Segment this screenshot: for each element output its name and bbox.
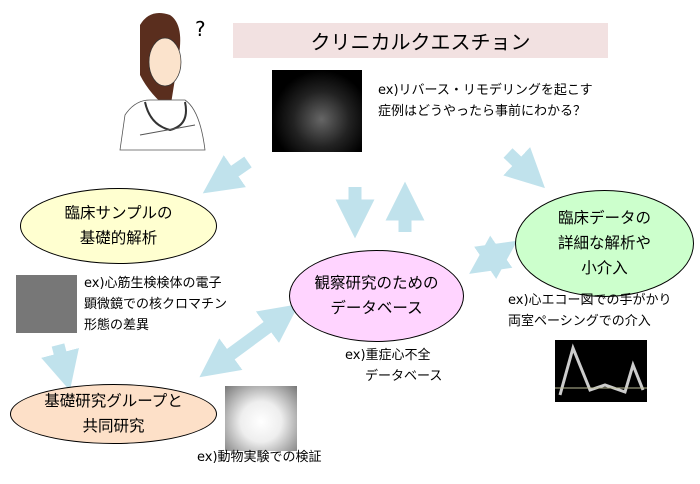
doctor-illustration: [119, 12, 206, 151]
node-label: 臨床サンプルの: [64, 204, 173, 222]
electron-microscope-image: [16, 275, 77, 333]
question-line: ex)リバース・リモデリングを起こす: [378, 83, 593, 98]
example-line: 形態の差異: [84, 318, 150, 333]
db-example: ex)重症心不全 データベース: [345, 345, 442, 387]
arrow-to-basic-research: [41, 343, 79, 391]
node-clinical-sample: 臨床サンプルの 基礎的解析: [20, 188, 217, 264]
node-label: 観察研究のための: [314, 274, 439, 292]
question-mark: ?: [195, 17, 206, 41]
node-label: 詳細な解析や: [557, 234, 651, 252]
animal-example: ex)動物実験での検証: [197, 447, 322, 468]
question-line: 症例はどうやったら事前にわかる？: [378, 104, 587, 119]
double-arrow-database-clinical-data: [469, 235, 518, 279]
echocardiogram-image: [272, 70, 362, 152]
example-line: 顕微鏡での核クロマチン: [84, 297, 228, 312]
node-database: 観察研究のための データベース: [289, 250, 464, 342]
arrow-to-clinical-data: [503, 147, 545, 189]
question-example: ex)リバース・リモデリングを起こす 症例はどうやったら事前にわかる？: [378, 80, 593, 122]
example-line: ex)心エコー図での手がかり: [508, 293, 672, 308]
echo-example: ex)心エコー図での手がかり 両室ペーシングでの介入: [508, 290, 672, 332]
node-label: 臨床データの: [557, 209, 651, 227]
clinical-question-title: クリニカルクエスチョン: [233, 23, 608, 58]
node-label: 小介入: [581, 259, 628, 277]
example-line: データベース: [365, 369, 443, 384]
double-arrow-basic-database: [199, 304, 299, 378]
node-label: 基礎研究グループと: [44, 392, 183, 410]
node-label: 共同研究: [82, 417, 145, 435]
arrow-to-clinical-sample: [202, 155, 252, 194]
example-line: ex)動物実験での検証: [197, 450, 322, 465]
node-label: 基礎的解析: [79, 229, 158, 247]
example-line: 両室ペーシングでの介入: [508, 314, 651, 329]
node-clinical-data: 臨床データの 詳細な解析や 小介入: [515, 190, 694, 297]
title-text: クリニカルクエスチョン: [310, 30, 531, 54]
node-basic-research: 基礎研究グループと 共同研究: [10, 384, 217, 444]
node-label: データベース: [330, 299, 423, 317]
example-line: ex)重症心不全: [345, 348, 431, 363]
example-line: ex)心筋生検検体の電子: [84, 276, 222, 291]
mouse-image: [225, 386, 297, 451]
em-example: ex)心筋生検検体の電子 顕微鏡での核クロマチン 形態の差異: [84, 273, 227, 336]
doppler-image: [555, 340, 647, 402]
